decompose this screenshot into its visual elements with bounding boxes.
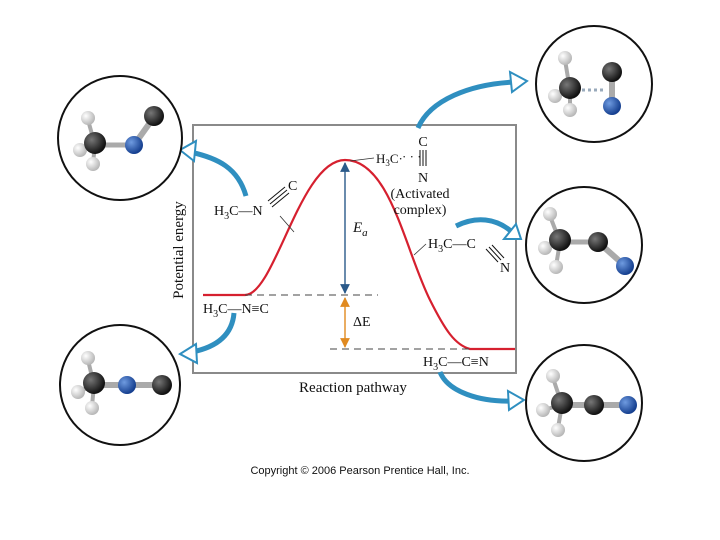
reactant-linear-structure: H3C—N≡C	[203, 302, 269, 320]
callout-arrow-reactant-linear	[191, 312, 237, 355]
reactant-bent-triple-3	[271, 192, 290, 208]
ts-top-c: C	[418, 135, 427, 150]
callout-arrow-product-bent	[454, 217, 514, 234]
delta-e-label: ΔE	[353, 315, 371, 330]
x-axis-label: Reaction pathway	[299, 380, 407, 396]
molecule-reactant-linear	[59, 324, 181, 446]
molecule-product-bent	[525, 186, 643, 304]
product-linear-structure: H3C—C≡N	[423, 355, 489, 373]
callout-arrowhead-reactant-linear	[177, 342, 199, 365]
callout-arrowhead-product-bent	[501, 221, 523, 240]
callout-arrowhead-product-linear	[506, 389, 526, 412]
reactant-bent-structure: H3C—N	[214, 204, 263, 222]
callout-arrow-product-linear	[437, 370, 513, 404]
product-bent-triple-1	[485, 248, 499, 263]
callout-arrow-reactant-bent	[189, 149, 249, 197]
copyright-notice: Copyright © 2006 Pearson Prentice Hall, …	[250, 465, 470, 477]
ts-methyl: H3C·	[376, 151, 403, 168]
molecule-reactant-bent	[57, 75, 183, 201]
activation-energy-label: Ea	[352, 220, 368, 239]
activated-complex-label-1: (Activated	[390, 187, 449, 202]
reactant-bent-leader	[279, 215, 295, 233]
product-bent-triple-3	[491, 244, 505, 259]
molecule-product-linear	[525, 344, 643, 462]
callout-arrowhead-ts	[508, 70, 529, 94]
ts-dots: · · ·	[402, 149, 422, 164]
product-bent-triple-2	[488, 246, 502, 261]
product-bent-leader	[413, 243, 427, 256]
callout-arrowhead-reactant-bent	[178, 139, 198, 163]
energy-curve	[203, 158, 515, 351]
activated-complex-label-2: complex)	[394, 203, 447, 218]
y-axis-label: Potential energy	[171, 201, 187, 299]
product-bent-structure: H3C—C	[428, 237, 476, 255]
product-bent-n: N	[500, 261, 510, 276]
reactant-bent-triple-2	[269, 189, 288, 205]
callout-arrow-ts	[415, 79, 516, 130]
ts-n: N	[418, 171, 428, 186]
ts-leader-line	[349, 157, 375, 162]
reactant-bent-triple-1	[267, 186, 286, 202]
reactant-bent-c: C	[288, 179, 297, 194]
plot-frame	[192, 124, 517, 374]
molecule-transition-state	[535, 25, 653, 143]
